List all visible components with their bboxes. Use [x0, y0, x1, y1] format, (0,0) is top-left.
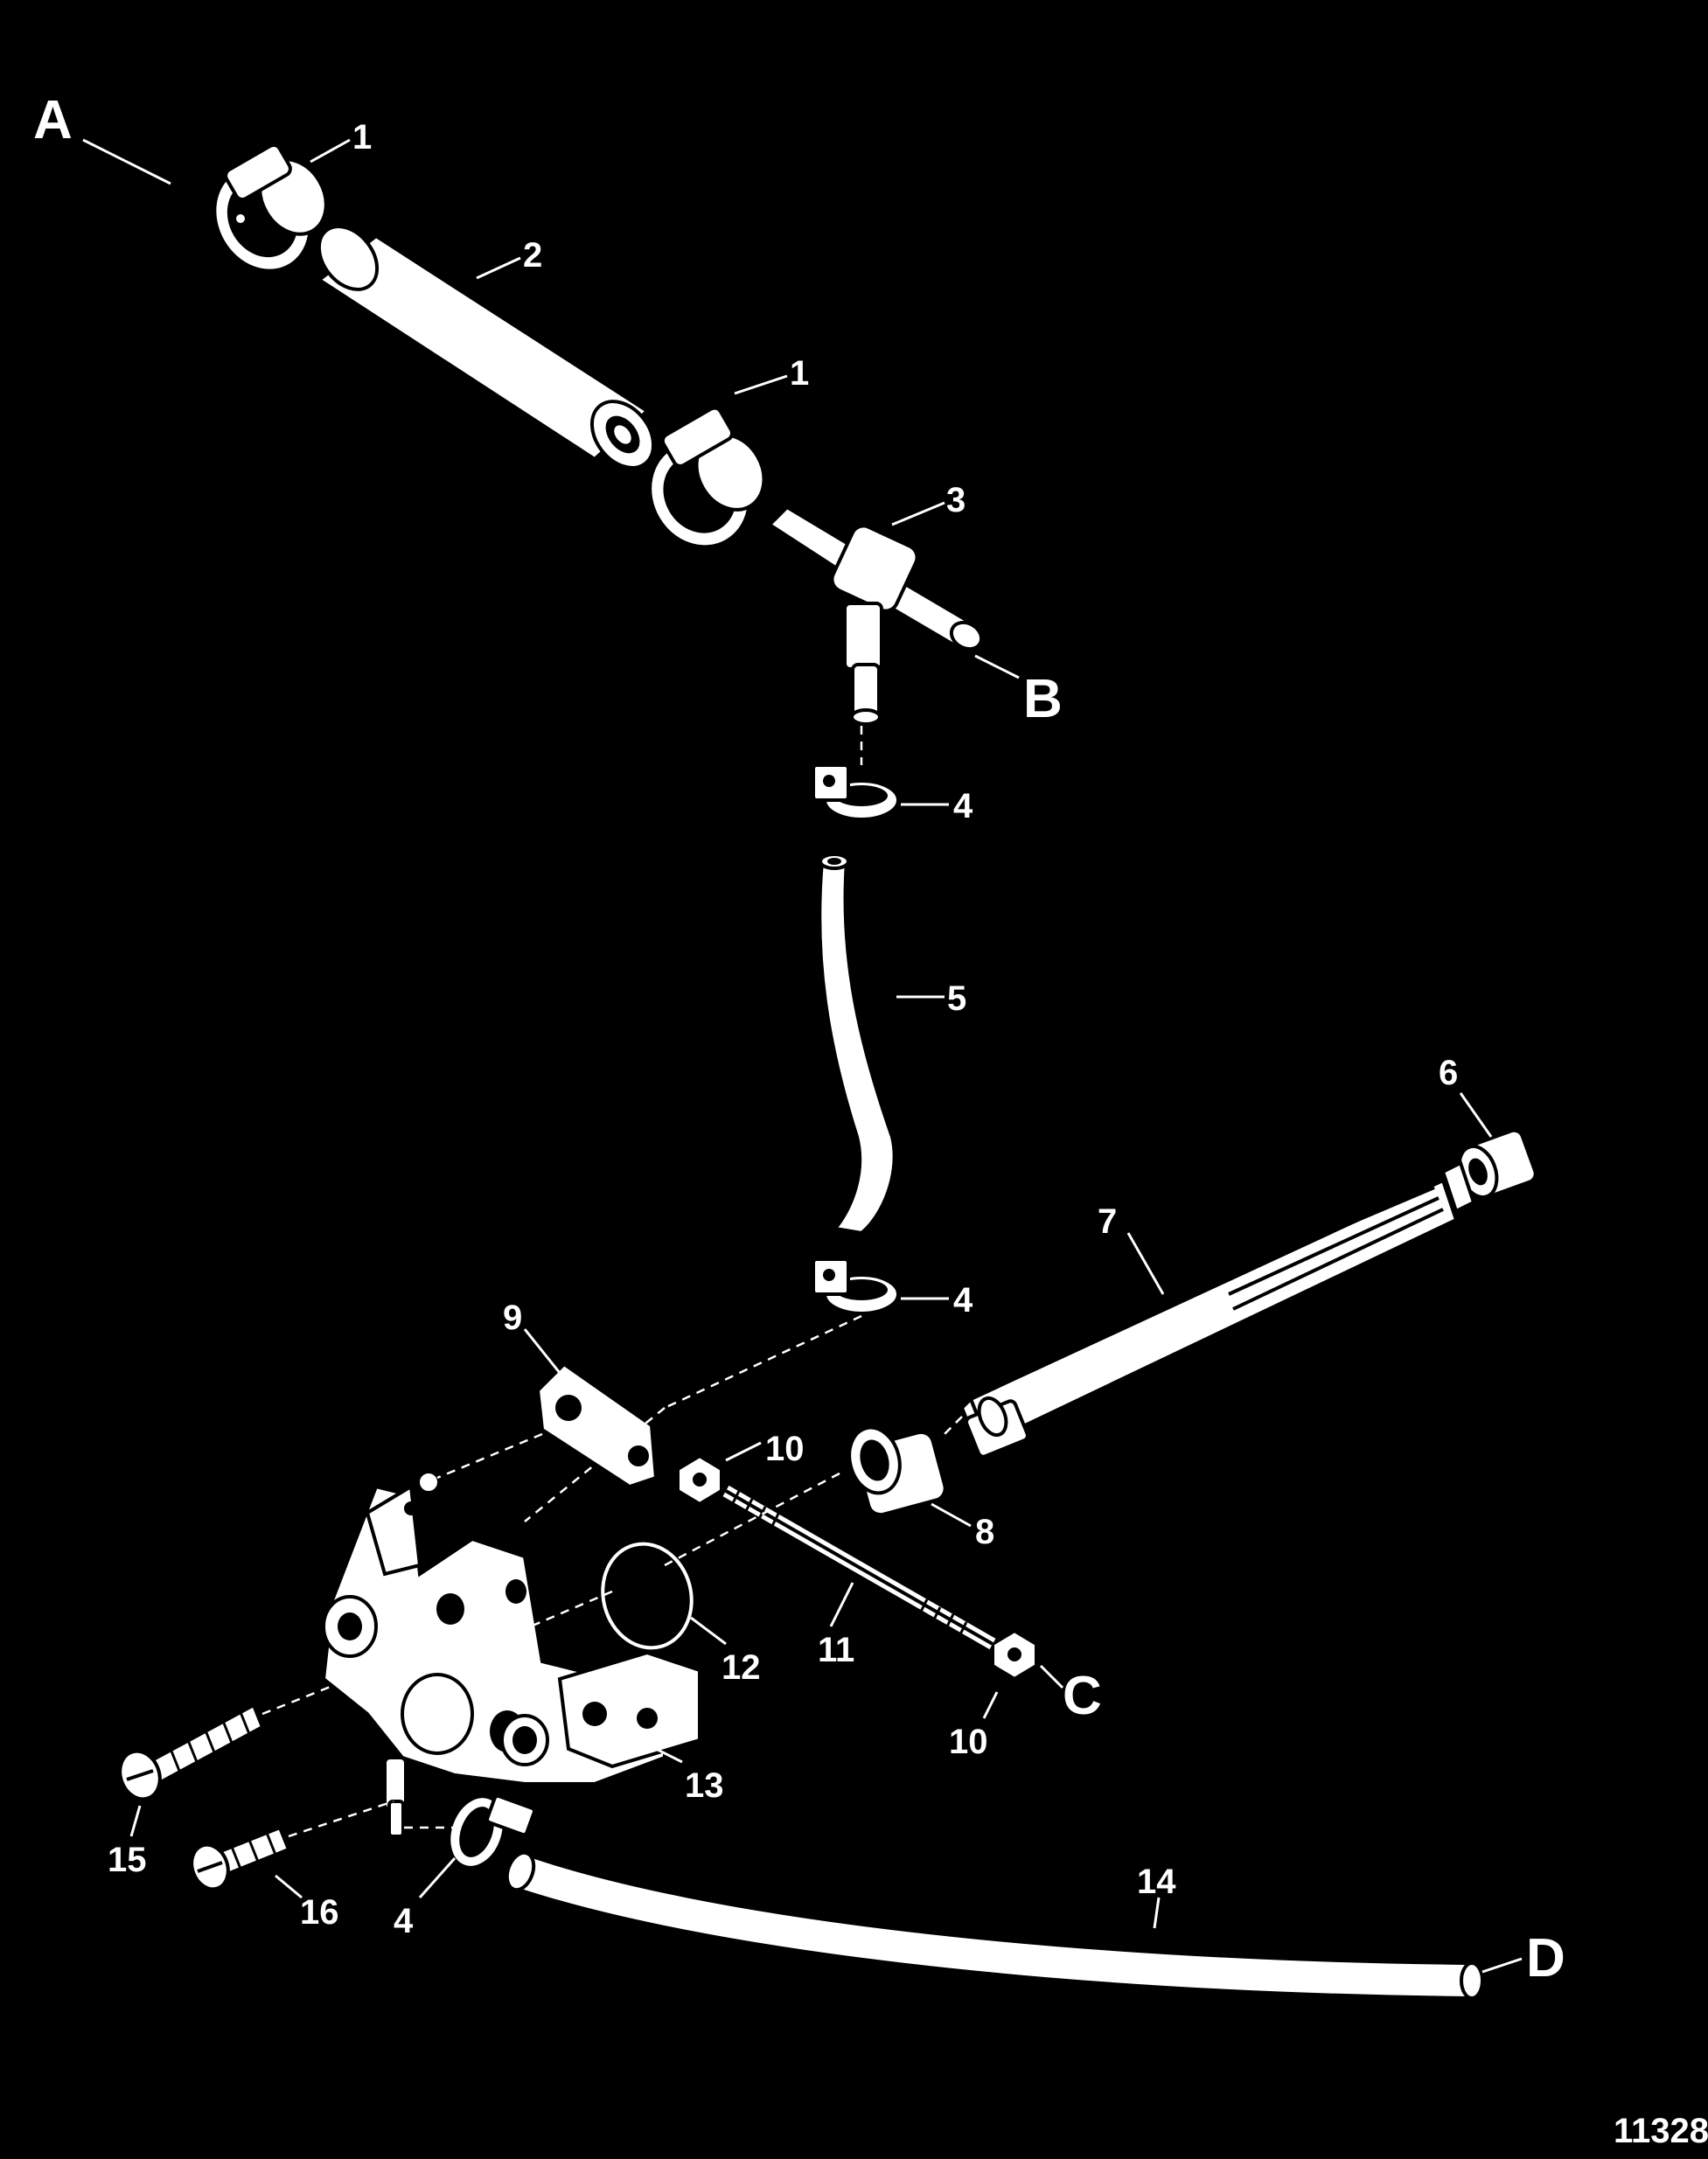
callout-part-13: 13 — [685, 1766, 724, 1805]
part-11-threaded-rod — [722, 1485, 996, 1650]
callout-part-10-lower: 10 — [949, 1723, 988, 1761]
part-5-hose — [818, 853, 896, 1236]
callout-part-16: 16 — [300, 1893, 339, 1932]
callout-part-9: 9 — [503, 1299, 522, 1337]
part-1-clamp-lower — [648, 406, 766, 549]
callout-part-8: 8 — [975, 1513, 994, 1551]
callout-part-6: 6 — [1439, 1054, 1458, 1092]
part-14-hose — [505, 1850, 1484, 2001]
callout-a: A — [33, 90, 73, 150]
part-10-nut-upper — [676, 1453, 723, 1507]
part-4-clamp-upper — [812, 763, 900, 821]
part-2-hose — [316, 225, 656, 470]
callout-part-1-lower: 1 — [790, 354, 809, 393]
part-1-clamp-top — [213, 143, 328, 273]
part-16-screw — [190, 1825, 291, 1891]
callout-part-10-upper: 10 — [765, 1430, 805, 1468]
part-10-nut-lower — [991, 1628, 1038, 1682]
callout-part-4-upper: 4 — [953, 787, 973, 825]
part-13-pump-body — [321, 1470, 701, 1838]
part-8-bushing — [847, 1425, 947, 1517]
callout-part-14: 14 — [1137, 1863, 1176, 1901]
part-3-tee-fitting — [766, 505, 984, 726]
assembly-guide-lines — [261, 726, 963, 1838]
callout-c: C — [1063, 1666, 1102, 1726]
callout-part-4-middle: 4 — [953, 1281, 973, 1320]
part-9-yoke — [535, 1362, 659, 1489]
callout-part-1-top: 1 — [352, 118, 372, 157]
callout-part-15: 15 — [108, 1841, 147, 1879]
callout-labels: A B C D 1 2 1 3 4 5 4 6 7 9 10 8 11 12 1… — [32, 89, 1566, 1989]
callout-part-4-lower: 4 — [394, 1902, 414, 1940]
part-15-screw — [118, 1703, 265, 1801]
part-7-shaft — [959, 1160, 1476, 1459]
part-12-o-ring — [601, 1542, 694, 1650]
callout-part-11: 11 — [818, 1631, 854, 1669]
leader-lines — [82, 138, 1523, 1974]
callout-b: B — [1023, 669, 1063, 729]
callout-part-7: 7 — [1098, 1202, 1117, 1241]
part-4-clamp-lower — [447, 1793, 536, 1870]
callout-part-3: 3 — [946, 481, 966, 519]
callout-part-12: 12 — [722, 1648, 761, 1687]
callout-d: D — [1526, 1928, 1565, 1988]
callout-part-2: 2 — [523, 236, 542, 275]
figure-number: 11328 — [1614, 2112, 1708, 2150]
callout-part-5: 5 — [947, 979, 966, 1018]
part-4-clamp-middle — [812, 1257, 900, 1315]
